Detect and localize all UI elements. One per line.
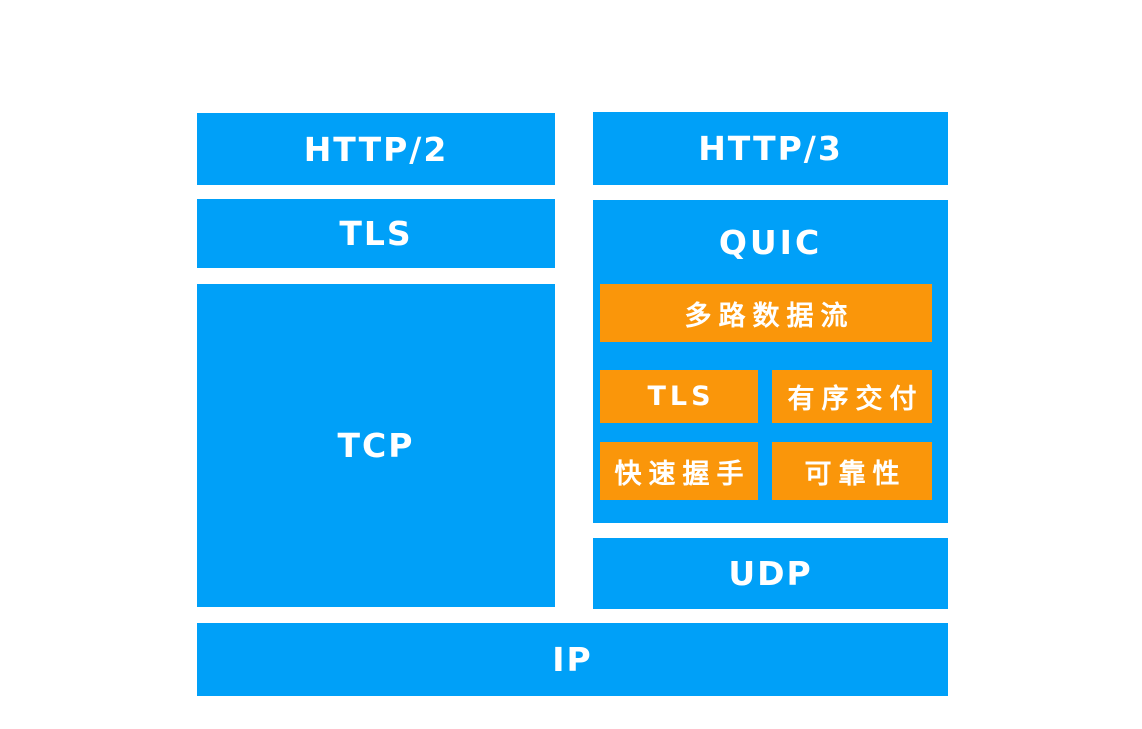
multiplexed-streams-label: 多路数据流 <box>684 300 855 332</box>
http2-label: HTTP/2 <box>303 129 449 169</box>
quic-feature-ordered-delivery: 有序交付 <box>772 370 932 423</box>
quic-feature-fast-handshake: 快速握手 <box>600 442 758 500</box>
ip-label: IP <box>552 640 593 679</box>
quic-tls-label: TLS <box>647 381 715 412</box>
tcp-label: TCP <box>337 426 415 465</box>
tls-label: TLS <box>339 214 413 253</box>
quic-layer: QUIC 多路数据流 TLS 有序交付 快速握手 可靠性 <box>593 200 948 523</box>
ip-layer: IP <box>197 623 948 696</box>
quic-feature-multiplexed-streams: 多路数据流 <box>600 284 932 342</box>
reliability-label: 可靠性 <box>804 458 907 490</box>
udp-layer: UDP <box>593 538 948 609</box>
tls-layer: TLS <box>197 199 555 268</box>
tcp-layer: TCP <box>197 284 555 607</box>
http2-layer: HTTP/2 <box>197 113 555 185</box>
quic-feature-tls: TLS <box>600 370 758 423</box>
udp-label: UDP <box>728 554 813 593</box>
http3-label: HTTP/3 <box>698 129 843 168</box>
quic-feature-reliability: 可靠性 <box>772 442 932 500</box>
ordered-delivery-label: 有序交付 <box>787 384 924 415</box>
http3-layer: HTTP/3 <box>593 112 948 185</box>
quic-label: QUIC <box>718 222 823 262</box>
fast-handshake-label: 快速握手 <box>614 458 751 490</box>
